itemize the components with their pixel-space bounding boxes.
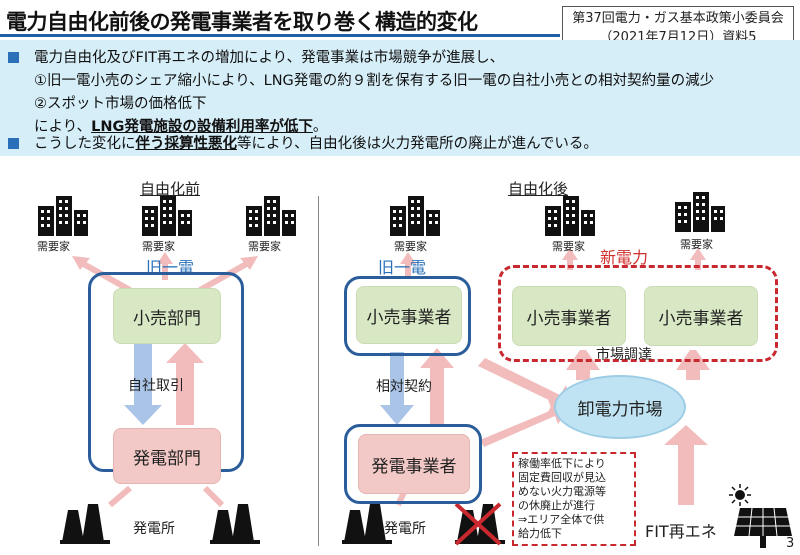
- summary-line-5-prefix: こうした変化に: [34, 136, 136, 152]
- internal-trade-label: 自社取引: [128, 378, 184, 394]
- note-line: 稼働率低下により: [518, 457, 606, 470]
- page-title: 電力自由化前後の発電事業者を取り巻く構造的変化: [6, 10, 478, 34]
- summary-line-4: により、LNG発電施設の設備利用率が低下。: [34, 115, 327, 136]
- building-icon: [390, 196, 440, 236]
- demand-label: 需要家: [552, 240, 585, 253]
- arrow-up: [166, 343, 204, 425]
- generation-division-box: 発電部門: [113, 428, 221, 484]
- page-number: 3: [786, 536, 795, 551]
- note-line: の休廃止が進行: [518, 499, 595, 512]
- fit-arrow: [664, 425, 708, 505]
- plant-arrows-left: [108, 485, 225, 508]
- bilateral-contract-label: 相対契約: [376, 379, 432, 395]
- power-plant-label: 発電所: [133, 521, 175, 537]
- note-box: 稼働率低下により 固定費回収が見込 めない火力電源等 の休廃止が進行 ⇒エリア全…: [512, 452, 636, 546]
- building-icon: [545, 196, 595, 236]
- summary-line-1: 電力自由化及びFIT再エネの増加により、発電事業は市場競争が進展し、: [34, 50, 505, 66]
- demand-label: 需要家: [37, 240, 70, 253]
- summary-emphasis-1: LNG発電施設の設備利用率が低下: [91, 119, 313, 135]
- power-plant-label: 発電所: [384, 521, 426, 537]
- summary-line-4-suffix: 。: [312, 119, 328, 135]
- demand-label: 需要家: [394, 240, 427, 253]
- building-icon: [675, 192, 725, 232]
- new-retail-box-2: 小売事業者: [644, 286, 758, 346]
- demand-label: 需要家: [248, 240, 281, 253]
- incumbent-label: 旧一電: [378, 258, 427, 277]
- cross-icon: [454, 502, 502, 546]
- demand-label: 需要家: [680, 238, 713, 251]
- heading-before: 自由化前: [140, 180, 201, 198]
- source-line-1: 第37回電力・ガス基本政策小委員会: [572, 11, 784, 26]
- power-plant-icon: [210, 504, 260, 544]
- new-power-label: 新電力: [600, 248, 649, 267]
- note-line: 給力低下: [518, 527, 562, 540]
- solar-panel-icon: [734, 507, 792, 548]
- note-line: ⇒エリア全体で供: [518, 513, 605, 526]
- wholesale-market-ellipse: 卸電力市場: [554, 375, 686, 439]
- note-line: めない火力電源等: [518, 485, 606, 498]
- summary-line-4-prefix: により、: [34, 119, 92, 135]
- section-divider: [318, 196, 319, 546]
- generator-frame: [344, 424, 482, 504]
- title-underline: [0, 34, 560, 37]
- new-retail-box-1: 小売事業者: [512, 286, 626, 346]
- building-icon: [246, 196, 296, 236]
- power-plant-icon: [60, 504, 110, 544]
- fit-renewables-label: FIT再エネ: [645, 522, 717, 541]
- demand-label: 需要家: [142, 240, 175, 253]
- summary-emphasis-2: 伴う採算性悪化: [135, 136, 238, 152]
- arrow-to-market: [478, 358, 572, 412]
- bullet-icon: [8, 138, 19, 149]
- sun-icon: [729, 484, 751, 506]
- market-procurement-label: 市場調達: [596, 347, 652, 363]
- bullet-icon: [8, 52, 19, 63]
- supply-arrows-left: [78, 259, 252, 293]
- summary-line-2: ①旧一電小売のシェア縮小により、LNG発電の約９割を保有する旧一電の自社小売との…: [34, 73, 715, 89]
- retail-division-box: 小売部門: [113, 288, 221, 344]
- incumbent-retail-frame: [344, 276, 471, 356]
- arrow-down: [124, 343, 162, 425]
- summary-panel: 電力自由化及びFIT再エネの増加により、発電事業は市場競争が進展し、 ①旧一電小…: [0, 40, 800, 156]
- generator-box: 発電事業者: [358, 434, 470, 494]
- summary-line-5-suffix: 等により、自由化後は火力発電所の廃止が進んでいる。: [237, 136, 598, 152]
- note-line: 固定費回収が見込: [518, 471, 606, 484]
- building-icon: [38, 196, 88, 236]
- heading-after: 自由化後: [508, 180, 569, 198]
- retail-business-box: 小売事業者: [356, 286, 462, 344]
- new-power-frame: [498, 265, 778, 362]
- summary-line-3: ②スポット市場の価格低下: [34, 96, 207, 112]
- building-icon: [142, 196, 192, 236]
- summary-line-5: こうした変化に伴う採算性悪化等により、自由化後は火力発電所の廃止が進んでいる。: [34, 132, 598, 153]
